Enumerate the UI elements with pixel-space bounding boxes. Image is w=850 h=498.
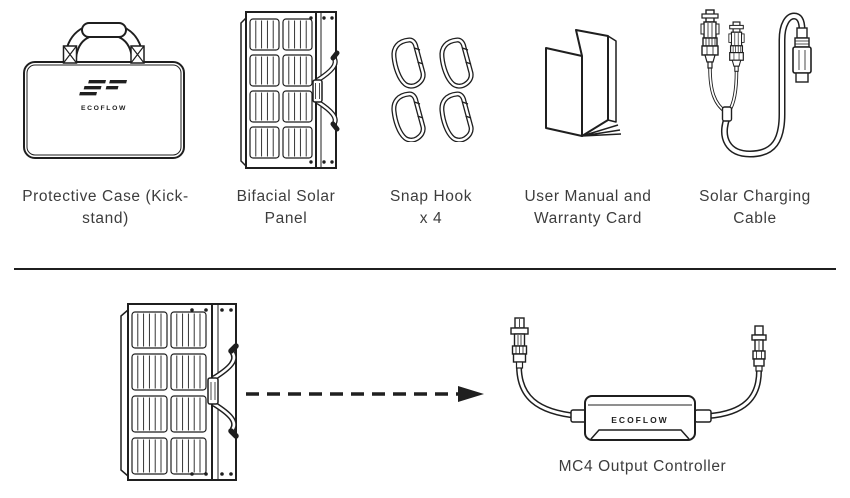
snap-hook-1 [394, 40, 423, 86]
user-manual-illustration [545, 29, 622, 137]
controller-box: ECOFLOW [570, 395, 712, 441]
controller-left-connector [510, 317, 529, 369]
output-plug [792, 27, 812, 83]
mc4-connector-small [728, 21, 745, 72]
manual-left-cover [545, 47, 583, 137]
cable-split-wires [708, 67, 739, 122]
panel-frame [245, 11, 317, 169]
bifacial-solar-panel-illustration [240, 11, 340, 169]
snap-hook-4 [442, 94, 471, 140]
case-brand-text: ECOFLOW [81, 105, 127, 112]
controller-right-connector [751, 325, 767, 372]
manual-center-page [575, 29, 609, 137]
arrowhead [458, 386, 484, 402]
controller-cables [516, 365, 762, 419]
case-handle [63, 22, 145, 67]
panel-screws [309, 16, 334, 164]
case-body [23, 61, 185, 159]
diagram-solar-panel-illustration [120, 303, 239, 481]
mc4-connector-large [700, 9, 720, 69]
section-divider [14, 268, 836, 270]
cable-loop [721, 12, 806, 158]
snap-hook-2 [442, 40, 471, 86]
panel-frame [127, 303, 213, 481]
manual-back-page [607, 35, 617, 123]
snap-hooks-illustration [386, 36, 478, 142]
item-label-bifacial-panel: Bifacial Solar Panel [236, 188, 336, 228]
controller-brand-text: ECOFLOW [611, 415, 668, 425]
controller-label: MC4 Output Controller [558, 458, 727, 475]
item-label-user-manual: User Manual and Warranty Card [524, 188, 652, 228]
panel-junction-cables [207, 343, 239, 439]
case-strap-buckles [62, 45, 145, 64]
protective-case-illustration: ECOFLOW [23, 22, 185, 159]
connection-arrow [246, 386, 484, 402]
solar-charging-cable-illustration [700, 9, 812, 158]
item-label-protective-case: Protective Case (Kick- stand) [22, 188, 189, 228]
item-label-solar-cable: Solar Charging Cable [699, 188, 811, 228]
snap-hook-3 [394, 94, 423, 140]
panel-side-flap [120, 309, 129, 477]
mc4-output-controller-illustration: ECOFLOW [510, 317, 767, 441]
panel-screws [190, 308, 233, 476]
item-label-snap-hook: Snap Hook x 4 [389, 188, 473, 228]
manual-page-fan [581, 124, 622, 137]
ecoflow-logo: ECOFLOW [79, 80, 127, 112]
panel-junction-cables [312, 50, 340, 132]
panel-side-flap [240, 17, 247, 167]
